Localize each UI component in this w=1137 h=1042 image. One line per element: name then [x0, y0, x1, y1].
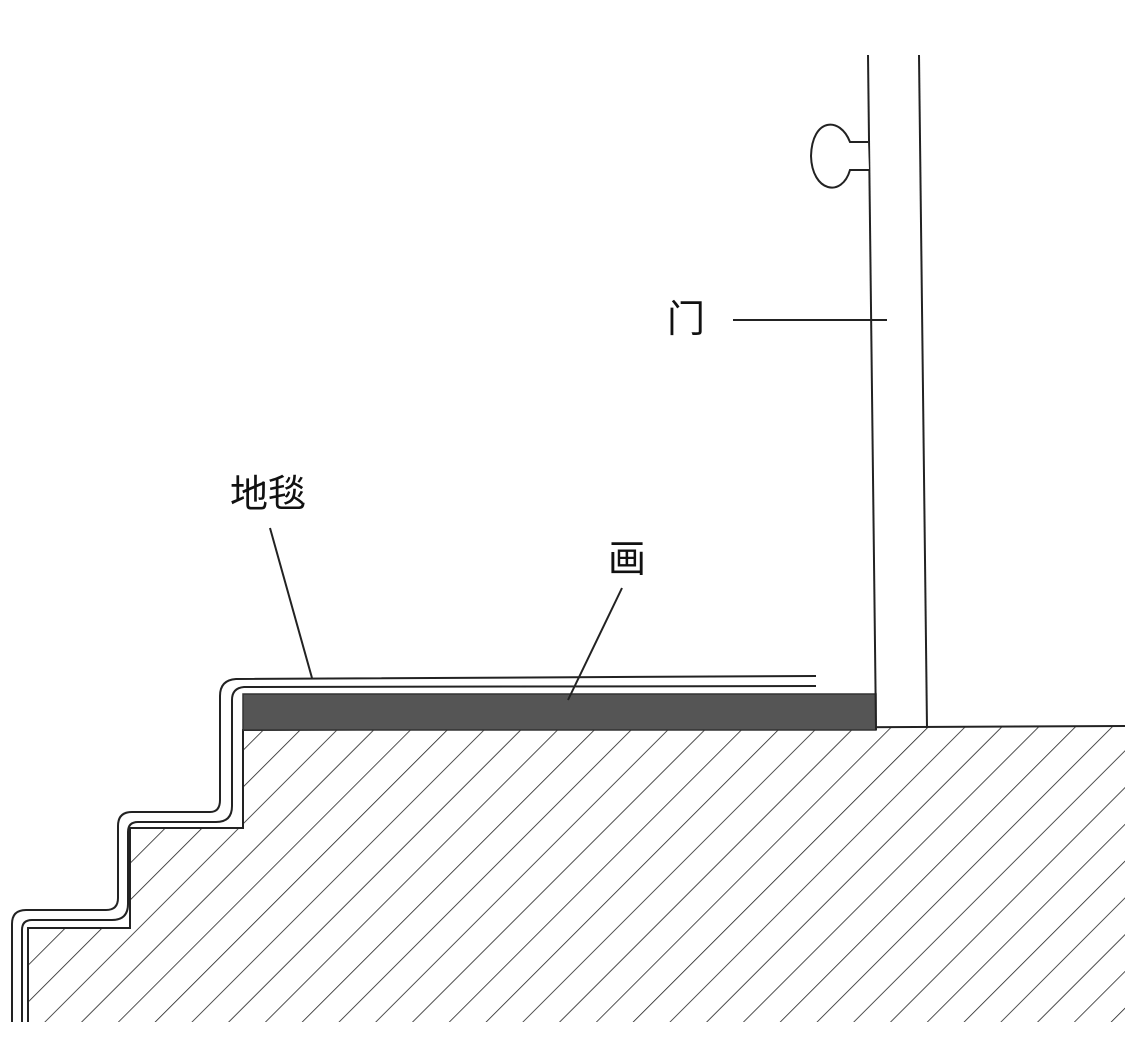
carpet-leader-line: [269, 527, 313, 679]
painting-label: 画: [608, 537, 647, 581]
painting-leader-line: [567, 587, 623, 701]
door-label: 门: [667, 297, 706, 341]
carpet-inner: [21, 685, 817, 1022]
door-left-edge: [867, 54, 877, 731]
door-knob-icon: [809, 123, 869, 189]
ground-hatch: [28, 726, 1125, 1022]
carpet-outer: [11, 675, 817, 1022]
door-right-edge: [918, 54, 928, 729]
carpet-label: 地毯: [230, 472, 307, 516]
painting-slab: [242, 693, 877, 731]
